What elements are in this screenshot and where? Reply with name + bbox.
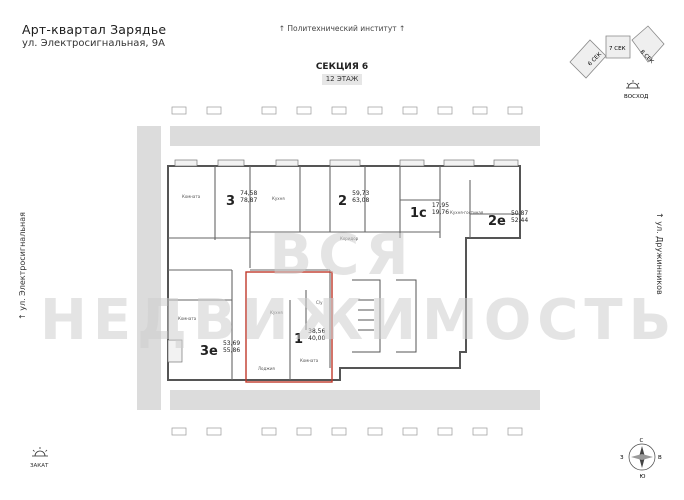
apartment-area-total: 52,44 <box>510 217 529 224</box>
street-band-left <box>137 126 161 410</box>
arrow-up-icon: ↑ <box>399 24 406 33</box>
project-title: Арт-квартал Зарядье <box>22 22 167 37</box>
apartment-tag[interactable]: 1 38,56 40,00 <box>294 328 325 347</box>
selected-apartment-outline[interactable] <box>245 271 333 383</box>
apartment-tag[interactable]: 2е 50,87 52,44 <box>488 210 528 229</box>
compass-west: З <box>620 455 624 461</box>
top-street-text: Политехнический институт <box>287 24 397 33</box>
sunset-label: ЗАКАТ <box>30 463 49 469</box>
right-street-label: ↑ ул. Дружинников <box>655 212 664 295</box>
left-street-label: ↑ ул. Электросигнальная <box>18 212 27 320</box>
window-markers <box>171 106 523 436</box>
stair-core <box>352 279 417 353</box>
interior-walls <box>168 166 520 380</box>
compass-east: В <box>658 455 662 461</box>
sunset-icon <box>32 447 48 457</box>
room-label: Комната <box>300 358 319 363</box>
sunrise-icon <box>626 80 640 89</box>
apartment-rooms: 2 <box>338 194 348 209</box>
apartment-area-living: 59,73 <box>352 190 370 197</box>
apartment-rooms: 2е <box>488 214 506 229</box>
room-label: Кухня <box>270 310 283 315</box>
compass-north: С <box>640 438 644 444</box>
arrow-left-icon: ↑ <box>18 313 27 320</box>
apartment-area-living: 38,56 <box>308 328 326 335</box>
room-label: С/у <box>316 300 323 305</box>
room-label: Коридор <box>340 236 359 241</box>
floor-badge: 12 ЭТАЖ <box>322 74 362 85</box>
apartment-area-total: 55,86 <box>222 347 241 354</box>
apartment-area-total: 78,87 <box>240 197 258 204</box>
left-street-text: ул. Электросигнальная <box>18 212 27 311</box>
room-label: Кухня-гостиная <box>450 210 484 215</box>
apartment-area-living: 50,87 <box>510 210 529 217</box>
apartment-rooms: 3 <box>226 194 236 209</box>
compass-icon: С Ю З В <box>620 438 662 480</box>
apartment-area-total: 19,76 <box>431 209 450 216</box>
room-label: Комната <box>178 316 197 321</box>
apartment-area-living: 53,69 <box>222 340 241 347</box>
apartment-rooms: 3е <box>200 344 218 359</box>
right-street-text: ул. Дружинников <box>655 221 664 295</box>
section-title: СЕКЦИЯ 6 <box>315 62 369 72</box>
key-plan: 6 СЕК 7 СЕК 8 СЕК ВОСХОД <box>569 25 665 100</box>
street-band-bottom <box>170 390 540 410</box>
apartment-tag[interactable]: 3е 53,69 55,86 <box>200 340 240 359</box>
apartment-tag[interactable]: 3 74,58 78,87 <box>226 190 257 209</box>
room-label: Комната <box>182 194 201 199</box>
arrow-right-icon: ↑ <box>655 212 664 219</box>
sunrise-label: ВОСХОД <box>624 94 649 100</box>
room-label: Кухня <box>272 196 285 201</box>
apartment-rooms: 1с <box>410 206 427 221</box>
apartment-tag[interactable]: 2 59,73 63,08 <box>338 190 369 209</box>
apartment-area-living: 74,58 <box>240 190 258 197</box>
balconies <box>167 159 519 363</box>
apartment-area-living: 17,95 <box>431 202 450 209</box>
key-plan-section-7 <box>605 35 631 59</box>
apartment-tag[interactable]: 1с 17,95 19,76 <box>410 202 449 221</box>
project-address: ул. Электросигнальная, 9А <box>22 38 165 49</box>
top-street-label: ↑ Политехнический институт ↑ <box>0 24 684 33</box>
room-label: Лоджия <box>258 366 275 371</box>
arrow-up-icon: ↑ <box>278 24 285 33</box>
apartment-area-total: 63,08 <box>352 197 370 204</box>
apartment-rooms: 1 <box>294 332 304 347</box>
key-plan-section-8 <box>631 25 665 63</box>
street-band-top <box>170 126 540 146</box>
compass-south: Ю <box>640 474 646 480</box>
apartment-area-total: 40,00 <box>308 335 326 342</box>
key-plan-label-7: 7 СЕК <box>609 46 626 52</box>
